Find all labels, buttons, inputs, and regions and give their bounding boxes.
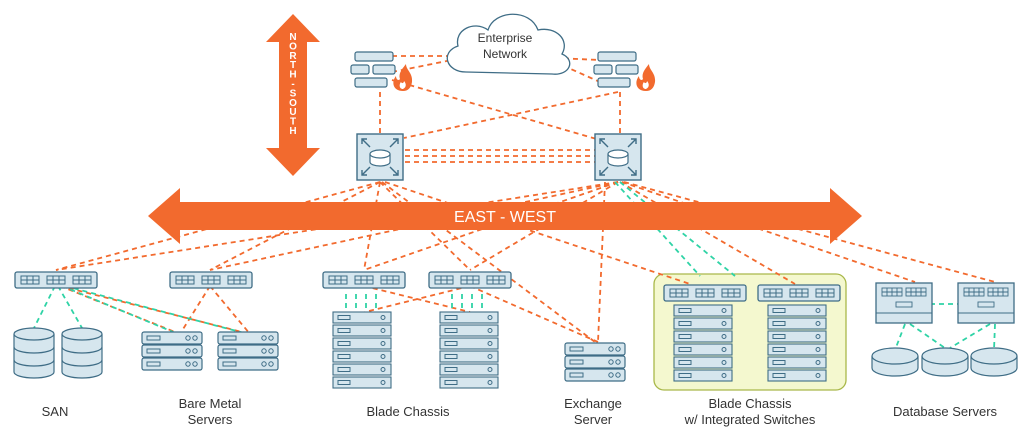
blade-server-icon xyxy=(439,376,499,389)
blade-server-icon xyxy=(332,324,392,337)
core-switch-icon xyxy=(594,133,642,181)
blade-server-icon xyxy=(673,330,733,343)
blade-server-icon xyxy=(673,304,733,317)
blade-server-icon xyxy=(332,376,392,389)
server-icon xyxy=(141,357,203,371)
blade-server-icon xyxy=(673,317,733,330)
label-database-servers: Database Servers xyxy=(892,404,998,419)
storage-icon xyxy=(61,327,103,379)
blade-chassis-right xyxy=(439,311,499,389)
blade-server-icon xyxy=(767,317,827,330)
blade-server-icon xyxy=(332,363,392,376)
bare-metal-servers xyxy=(141,331,279,371)
access-switch-icon xyxy=(428,271,512,289)
blade-server-icon xyxy=(673,369,733,382)
storage-icon xyxy=(970,347,1018,377)
blade-server-icon xyxy=(767,330,827,343)
east-west-label: EAST - WEST xyxy=(454,209,556,226)
access-switch-icon xyxy=(663,284,747,302)
access-switch-icon xyxy=(14,271,98,289)
exchange-server xyxy=(564,342,626,382)
blade-server-icon xyxy=(767,304,827,317)
server-icon xyxy=(141,331,203,345)
server-icon xyxy=(564,368,626,382)
blade-server-icon xyxy=(673,356,733,369)
blade-server-icon xyxy=(439,337,499,350)
access-switch-icon xyxy=(169,271,253,289)
database-server-icon xyxy=(957,282,1015,324)
uplink-connections xyxy=(55,55,996,343)
server-icon xyxy=(564,355,626,369)
server-icon xyxy=(217,344,279,358)
label-blade-chassis: Blade Chassis xyxy=(366,404,450,419)
cloud-icon xyxy=(446,13,571,75)
access-switch-icon xyxy=(757,284,841,302)
blade-server-icon xyxy=(767,369,827,382)
north-south-arrow xyxy=(266,14,320,176)
blade-server-icon xyxy=(332,350,392,363)
server-icon xyxy=(217,357,279,371)
blade-server-icon xyxy=(439,324,499,337)
blade-server-icon xyxy=(439,363,499,376)
cloud-label-line2: Network xyxy=(483,47,528,61)
label-san: SAN xyxy=(41,404,69,419)
core-switch-icon xyxy=(356,133,404,181)
label-blade-chassis-integrated: Blade Chassis w/ Integrated Switches xyxy=(684,396,816,427)
east-west-arrow xyxy=(148,188,862,244)
blade-server-icon xyxy=(673,343,733,356)
server-icon xyxy=(217,331,279,345)
access-switch-icon xyxy=(322,271,406,289)
storage-icon xyxy=(871,347,919,377)
firewall-icon xyxy=(350,51,413,92)
cloud-label-line1: Enterprise xyxy=(478,31,533,45)
storage-icon xyxy=(13,327,55,379)
storage-icon xyxy=(921,347,969,377)
blade-server-icon xyxy=(439,350,499,363)
firewall-icon xyxy=(593,51,656,92)
server-icon xyxy=(141,344,203,358)
blade-server-icon xyxy=(332,311,392,324)
blade-server-icon xyxy=(439,311,499,324)
label-exchange-server: Exchange Server xyxy=(564,396,622,427)
blade-server-icon xyxy=(767,356,827,369)
blade-server-icon xyxy=(332,337,392,350)
blade-chassis-left xyxy=(332,311,392,389)
server-icon xyxy=(564,342,626,356)
blade-server-icon xyxy=(767,343,827,356)
database-server-icon xyxy=(875,282,933,324)
label-bare-metal-servers: Bare Metal Servers xyxy=(178,396,242,427)
